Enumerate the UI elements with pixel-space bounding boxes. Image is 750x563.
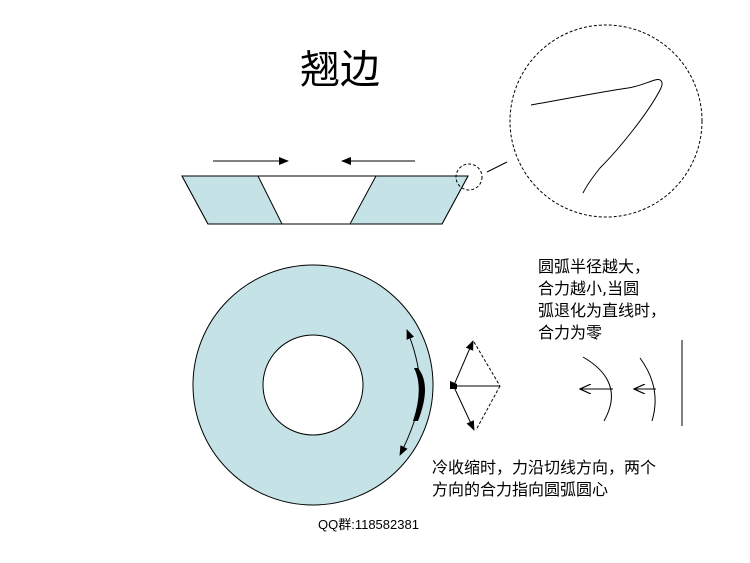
note-shrink-line-1: 冷收缩时，力沿切线方向，两个 (432, 458, 657, 477)
note-shrink: 冷收缩时，力沿切线方向，两个 方向的合力指向圆弧圆心 (432, 457, 656, 501)
cross-section-left-wall (181, 175, 283, 225)
ring-inner (262, 334, 364, 436)
page-title: 翘边 (300, 47, 380, 93)
footer-qq-group: QQ群:118582381 (318, 517, 419, 532)
zoom-circle (509, 24, 703, 218)
curvature-comparison (580, 340, 683, 426)
force-vector-down (453, 386, 475, 431)
note-radius-line-3: 弧退化为直线时， (538, 301, 667, 320)
detail-pointer-line (486, 161, 508, 173)
note-radius-line-1: 圆弧半径越大， (538, 257, 651, 276)
force-origin-marker (450, 381, 457, 389)
edge-segment (413, 368, 425, 421)
note-shrink-line-2: 方向的合力指向圆弧圆心 (432, 480, 609, 499)
force-dashed-upper (473, 341, 501, 387)
tangent-arrow-down (399, 395, 421, 456)
note-radius-line-2: 合力越小,当圆 (538, 279, 640, 298)
sharp-arc (582, 356, 612, 422)
note-radius-line-4: 合力为零 (538, 323, 603, 342)
note-radius: 圆弧半径越大， 合力越小,当圆 弧退化为直线时， 合力为零 (538, 256, 666, 344)
force-dashed-lower (475, 385, 501, 431)
force-vector-up (453, 340, 474, 386)
cross-section (181, 175, 469, 225)
tangent-arrow-up (406, 329, 421, 395)
warped-edge-curve (530, 79, 663, 194)
cross-section-right-wall (349, 175, 469, 225)
ring-plan-view (192, 264, 434, 506)
force-diagram (450, 340, 501, 431)
detail-marker-circle (455, 163, 483, 191)
